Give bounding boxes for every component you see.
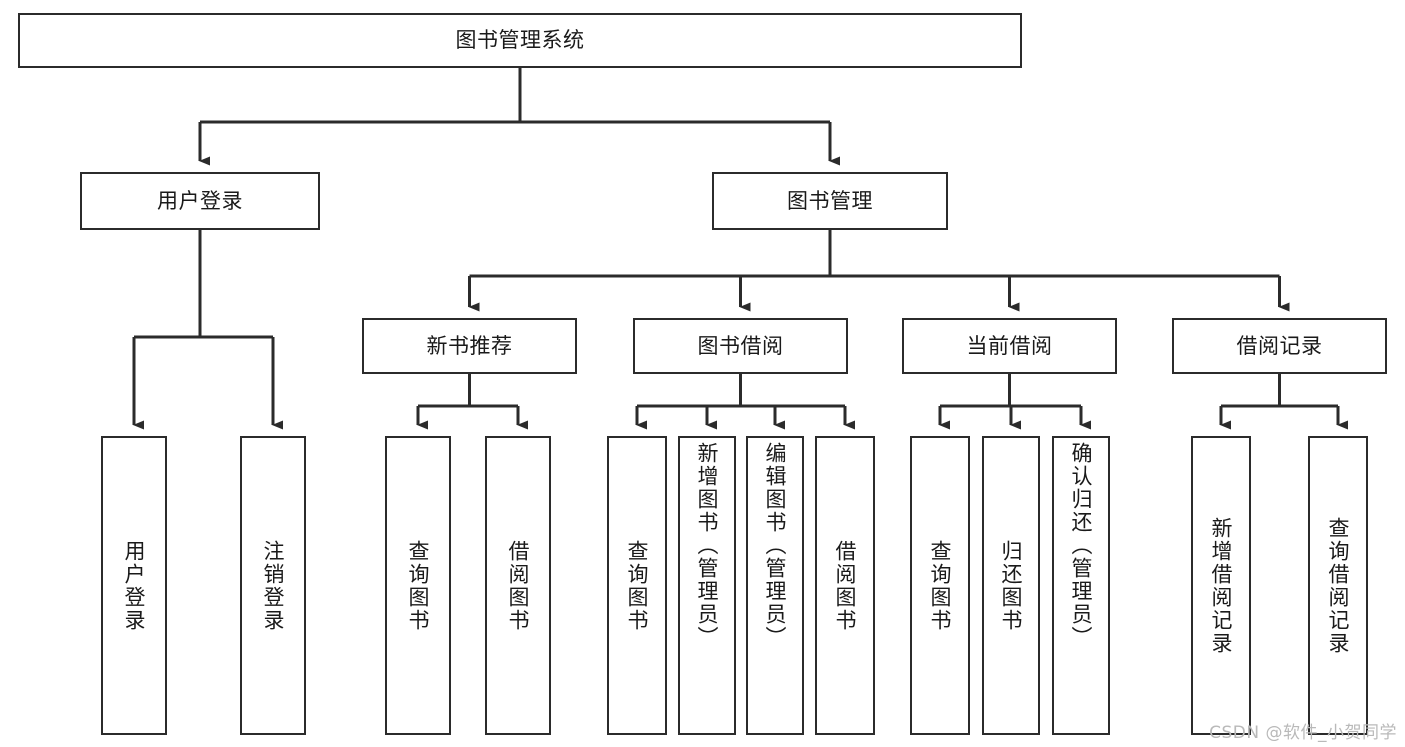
watermark: CSDN @软件_小贺同学 (1209, 723, 1397, 743)
leaf-query-borrow-record[interactable]: 查询借阅记录 (1308, 436, 1368, 735)
leaf-add-borrow-record[interactable]: 新增借阅记录 (1191, 436, 1251, 735)
node-book-borrow[interactable]: 图书借阅 (633, 318, 848, 374)
leaf-user-login[interactable]: 用户登录 (101, 436, 167, 735)
leaf-user-login-label: 用户登录 (122, 539, 147, 632)
leaf-query-book-current[interactable]: 查询图书 (910, 436, 970, 735)
leaf-query-borrow-record-label: 查询借阅记录 (1326, 516, 1351, 655)
leaf-confirm-return-label: 确认归还（管理员） (1069, 442, 1094, 649)
node-borrow-record-label: 借阅记录 (1236, 333, 1323, 358)
leaf-add-book[interactable]: 新增图书（管理员） (678, 436, 736, 735)
leaf-logout[interactable]: 注销登录 (240, 436, 306, 735)
leaf-borrow-book-recommend-label: 借阅图书 (506, 539, 531, 632)
leaf-add-book-label: 新增图书（管理员） (695, 442, 720, 649)
leaf-borrow-book-recommend[interactable]: 借阅图书 (485, 436, 551, 735)
leaf-borrow-book[interactable]: 借阅图书 (815, 436, 875, 735)
leaf-query-book-current-label: 查询图书 (928, 539, 953, 632)
leaf-query-book-borrow-label: 查询图书 (625, 539, 650, 632)
node-book-borrow-label: 图书借阅 (697, 333, 784, 358)
node-book-manage-label: 图书管理 (787, 188, 873, 213)
node-root-label: 图书管理系统 (455, 28, 585, 53)
node-user-login-label: 用户登录 (157, 188, 243, 213)
leaf-borrow-book-label: 借阅图书 (833, 539, 858, 632)
leaf-logout-label: 注销登录 (261, 539, 286, 632)
leaf-add-borrow-record-label: 新增借阅记录 (1209, 516, 1234, 655)
node-user-login[interactable]: 用户登录 (80, 172, 320, 230)
leaf-query-book-recommend[interactable]: 查询图书 (385, 436, 451, 735)
node-borrow-record[interactable]: 借阅记录 (1172, 318, 1387, 374)
leaf-confirm-return[interactable]: 确认归还（管理员） (1052, 436, 1110, 735)
leaf-return-book-label: 归还图书 (999, 539, 1024, 632)
node-current-borrow-label: 当前借阅 (966, 333, 1053, 358)
node-root[interactable]: 图书管理系统 (18, 13, 1022, 68)
node-current-borrow[interactable]: 当前借阅 (902, 318, 1117, 374)
leaf-query-book-recommend-label: 查询图书 (406, 539, 431, 632)
leaf-return-book[interactable]: 归还图书 (982, 436, 1040, 735)
node-new-book-recommend-label: 新书推荐 (426, 333, 513, 358)
node-new-book-recommend[interactable]: 新书推荐 (362, 318, 577, 374)
leaf-edit-book-label: 编辑图书（管理员） (763, 442, 788, 649)
node-book-manage[interactable]: 图书管理 (712, 172, 948, 230)
leaf-edit-book[interactable]: 编辑图书（管理员） (746, 436, 804, 735)
leaf-query-book-borrow[interactable]: 查询图书 (607, 436, 667, 735)
